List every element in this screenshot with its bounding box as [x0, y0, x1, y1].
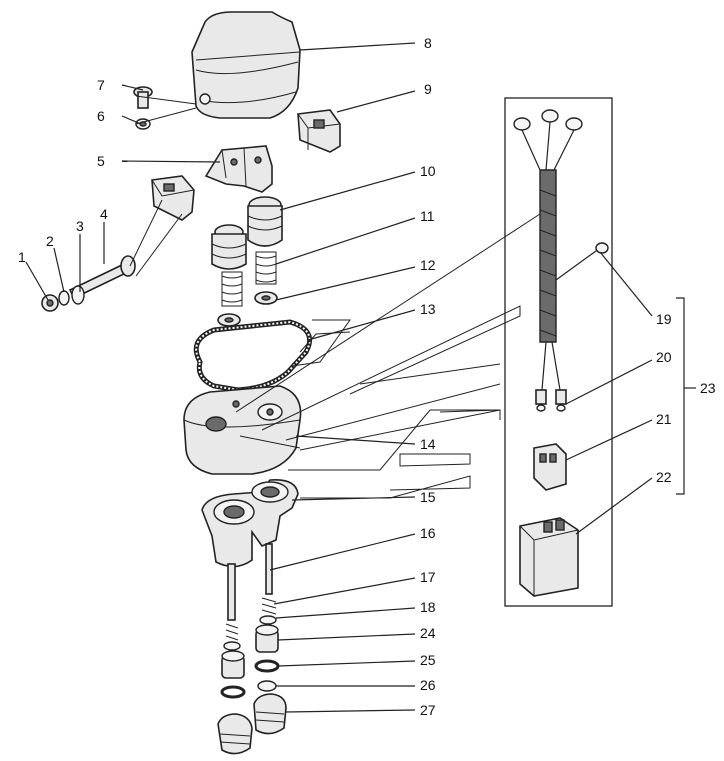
callout-24: 24	[420, 625, 436, 641]
callout-27: 27	[420, 702, 436, 718]
part-1-nut	[41, 294, 59, 312]
part-8-cover	[191, 11, 301, 119]
callout-1: 1	[18, 249, 26, 265]
callout-19: 19	[656, 311, 672, 327]
callout-15: 15	[420, 489, 436, 505]
callout-25: 25	[420, 652, 436, 668]
part-13-gasket	[193, 319, 312, 393]
callout-13: 13	[420, 301, 436, 317]
callout-21: 21	[656, 411, 672, 427]
callout-10: 10	[420, 163, 436, 179]
callout-labels: 8 9 7 6 5 4 3 2 1 10 11 12 13 14 15 16 1…	[18, 35, 716, 718]
callout-16: 16	[420, 525, 436, 541]
callout-4: 4	[100, 206, 108, 222]
part-11-springs	[221, 251, 277, 307]
part-9-clamp	[297, 109, 341, 153]
part-15-housing	[201, 478, 299, 568]
part-19-harness	[513, 109, 609, 343]
callout-6: 6	[97, 108, 105, 124]
part-block-small	[151, 175, 195, 221]
part-27-caps	[217, 693, 287, 755]
callout-14: 14	[420, 436, 436, 452]
part-18-washers	[223, 615, 277, 651]
part-10-bellows	[211, 196, 283, 270]
callout-12: 12	[420, 257, 436, 273]
callout-17: 17	[420, 569, 436, 585]
part-3-washer	[71, 285, 85, 305]
callout-9: 9	[424, 81, 432, 97]
part-17-springs	[225, 597, 277, 641]
part-26-discs	[257, 680, 277, 692]
callout-20: 20	[656, 349, 672, 365]
leader-lines	[25, 42, 696, 713]
guide-lines	[129, 95, 541, 499]
part-21-connector	[533, 443, 567, 491]
part-2-lockwasher	[58, 290, 70, 306]
part-24-valves	[221, 624, 279, 679]
part-14-body	[183, 385, 302, 475]
part-22-relay	[519, 517, 579, 597]
callout-18: 18	[420, 599, 436, 615]
callout-2: 2	[46, 233, 54, 249]
callout-26: 26	[420, 677, 436, 693]
callout-3: 3	[76, 218, 84, 234]
callout-23: 23	[700, 380, 716, 396]
callout-5: 5	[97, 153, 105, 169]
part-20-terminals	[535, 341, 567, 412]
callout-22: 22	[656, 469, 672, 485]
part-5-bracket	[204, 145, 273, 193]
callout-11: 11	[420, 208, 435, 224]
callout-8: 8	[424, 35, 432, 51]
callout-7: 7	[97, 77, 105, 93]
part-12-seats	[217, 291, 278, 327]
harness-frame	[504, 97, 613, 607]
